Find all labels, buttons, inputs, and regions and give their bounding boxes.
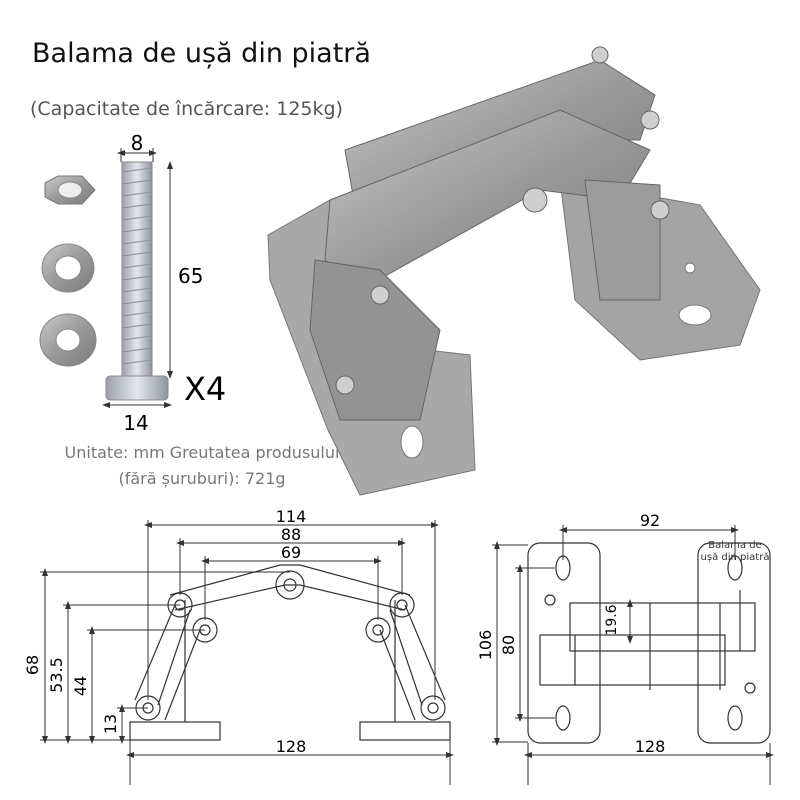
capacity-label: (Capacitate de încărcare: 125kg)	[30, 98, 343, 120]
bolt-length-label: 65	[178, 264, 203, 288]
flat-washer	[39, 313, 97, 367]
dim-68: 68	[23, 655, 42, 675]
bolt-head-label: 14	[123, 411, 148, 435]
dim-128-top: 128	[635, 737, 666, 756]
dim-19-6: 19.6	[604, 604, 620, 635]
bolt-diameter-label: 8	[131, 131, 144, 155]
top-view-label: Balama de ușă din piatră	[700, 540, 770, 563]
dim-53-5: 53.5	[47, 657, 66, 693]
dim-128-front: 128	[276, 737, 307, 756]
dim-106: 106	[476, 630, 495, 661]
dim-92: 92	[640, 511, 660, 530]
dim-80: 80	[499, 635, 518, 655]
dim-114: 114	[276, 507, 307, 526]
bolt	[105, 161, 169, 401]
dim-44: 44	[71, 676, 90, 696]
bolt-quantity-label: X4	[184, 370, 226, 408]
dim-69: 69	[281, 543, 301, 562]
lock-washer	[41, 243, 95, 293]
top-view-drawing	[527, 542, 771, 744]
hinge-photo	[267, 46, 761, 496]
units-weight-note: Unitate: mm Greutatea produsului (fără ș…	[64, 443, 340, 488]
product-title: Balama de ușă din piatră	[32, 38, 371, 69]
hex-nut	[44, 175, 96, 205]
dim-88: 88	[281, 525, 301, 544]
dim-13: 13	[101, 714, 120, 734]
